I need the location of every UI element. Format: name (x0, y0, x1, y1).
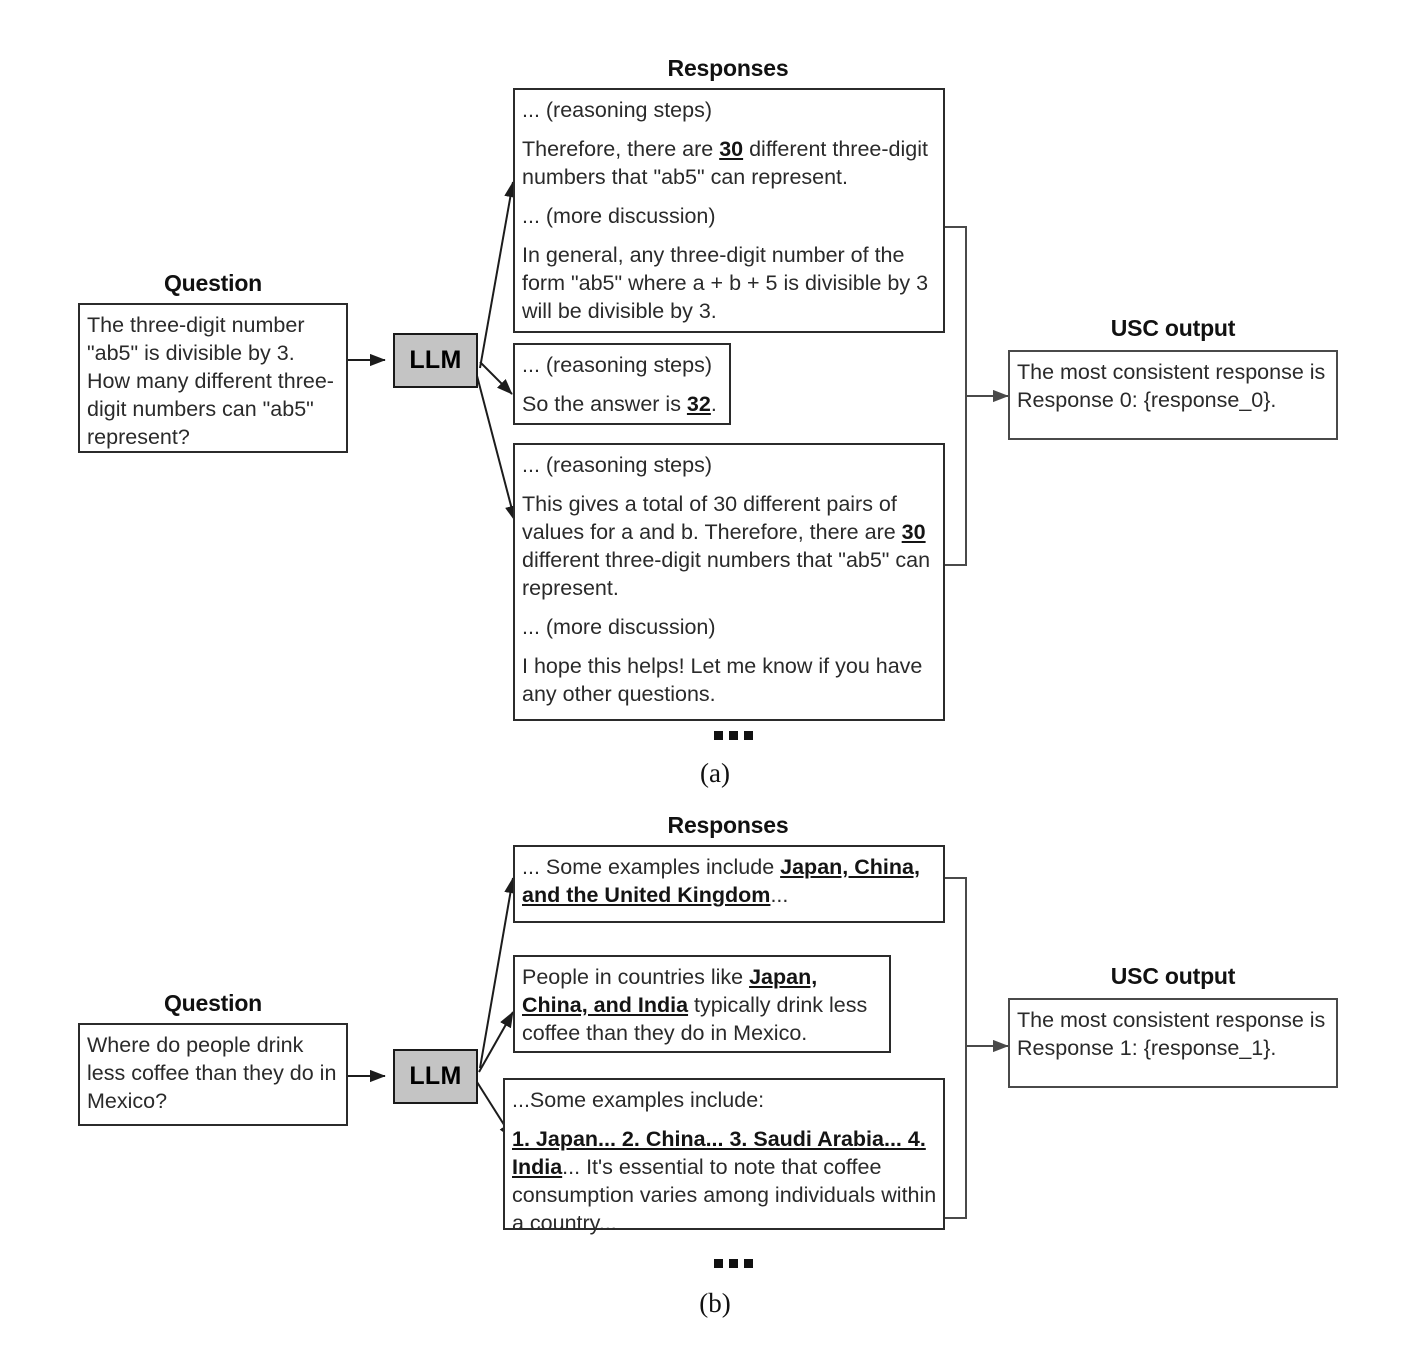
panel-b-question-box: Where do people drink less coffee than t… (78, 1023, 348, 1126)
panel-a-more-responses-ellipsis (714, 731, 753, 740)
panel-a-response-2: ... (reasoning steps) This gives a total… (513, 443, 945, 721)
response-line: People in countries like Japan, China, a… (522, 964, 883, 1048)
response-line: ... (reasoning steps) (522, 453, 713, 477)
line-pre: ... Some examples include (522, 855, 781, 879)
panel-b-response-1: People in countries like Japan, China, a… (513, 955, 891, 1053)
response-line: So the answer is 32. (522, 391, 723, 419)
line-post: . (710, 391, 717, 416)
response-line: In general, any three-digit number of th… (522, 242, 929, 323)
panel-a-question-text: The three-digit number "ab5" is divisibl… (87, 313, 334, 449)
panel-a-question-box: The three-digit number "ab5" is divisibl… (78, 303, 348, 453)
panel-a-question-heading: Question (163, 270, 263, 296)
panel-a-response-1: ... (reasoning steps) So the answer is 3… (513, 343, 731, 425)
line-post: different three-digit numbers that "ab5"… (522, 547, 931, 600)
panel-b-usc-output-text: The most consistent response is Response… (1017, 1008, 1326, 1060)
line-post: ... It's essential to note that coffee c… (512, 1154, 937, 1235)
line-post: typically drink less coffee than they do… (522, 992, 868, 1045)
panel-a-response-0: ... (reasoning steps) Therefore, there a… (513, 88, 945, 333)
response-line: ... (reasoning steps) (522, 98, 713, 122)
response-line: ... (more discussion) (522, 614, 716, 639)
highlighted-answer: 32 (686, 391, 711, 416)
panel-a-usc-heading: USC output (1110, 315, 1236, 341)
ellipsis-dot (714, 1259, 723, 1268)
panel-a-usc-output-text: The most consistent response is Response… (1017, 360, 1326, 412)
response-line: Therefore, there are 30 different three-… (522, 136, 937, 192)
panel-b-caption: (b) (699, 1288, 731, 1318)
response-line: I hope this helps! Let me know if you ha… (522, 653, 923, 706)
line-pre: This gives a total of 30 different pairs… (522, 491, 902, 544)
highlighted-answer: 30 (719, 136, 744, 161)
line-pre: Therefore, there are (522, 136, 720, 161)
ellipsis-dot (729, 731, 738, 740)
highlighted-answer: Japan, China, and the United Kingdom (522, 855, 920, 907)
panel-b-llm-node[interactable]: LLM (393, 1049, 478, 1104)
ellipsis-dot (744, 731, 753, 740)
highlighted-answer: 30 (901, 519, 926, 544)
response-line: ... (reasoning steps) (522, 353, 713, 377)
response-line: ... Some examples include Japan, China, … (522, 854, 937, 910)
response-line: This gives a total of 30 different pairs… (522, 491, 937, 603)
panel-b-usc-heading: USC output (1110, 963, 1236, 989)
ellipsis-dot (714, 731, 723, 740)
panel-b-response-2: ...Some examples include: 1. Japan... 2.… (503, 1078, 945, 1235)
ellipsis-dot (729, 1259, 738, 1268)
panel-a-caption: (a) (700, 758, 730, 788)
response-line: ... (more discussion) (522, 203, 716, 228)
line-post: ... (770, 882, 789, 907)
panel-b-question-heading: Question (163, 990, 263, 1016)
panel-b-more-responses-ellipsis (714, 1259, 753, 1268)
panel-b-response-0: ... Some examples include Japan, China, … (513, 845, 945, 923)
highlighted-answer: 1. Japan... 2. China... 3. Saudi Arabia.… (512, 1126, 926, 1179)
line-pre: So the answer is (522, 391, 687, 416)
panel-a-usc-output-box: The most consistent response is Response… (1008, 350, 1338, 440)
panel-b-usc-output-box: The most consistent response is Response… (1008, 998, 1338, 1088)
panel-b-llm-label: LLM (409, 1062, 462, 1090)
ellipsis-dot (744, 1259, 753, 1268)
response-line: ...Some examples include: (512, 1088, 765, 1112)
line-pre: People in countries like (522, 965, 750, 989)
response-line: 1. Japan... 2. China... 3. Saudi Arabia.… (512, 1126, 937, 1238)
panel-a-llm-label: LLM (409, 346, 462, 374)
panel-a-responses-heading: Responses (667, 55, 789, 81)
panel-a-llm-node[interactable]: LLM (393, 333, 478, 388)
panel-b-question-text: Where do people drink less coffee than t… (87, 1033, 337, 1113)
highlighted-answer: Japan, China, and India (522, 965, 818, 1017)
line-post: different three-digit numbers that "ab5"… (522, 136, 928, 189)
panel-b-responses-heading: Responses (667, 812, 789, 838)
